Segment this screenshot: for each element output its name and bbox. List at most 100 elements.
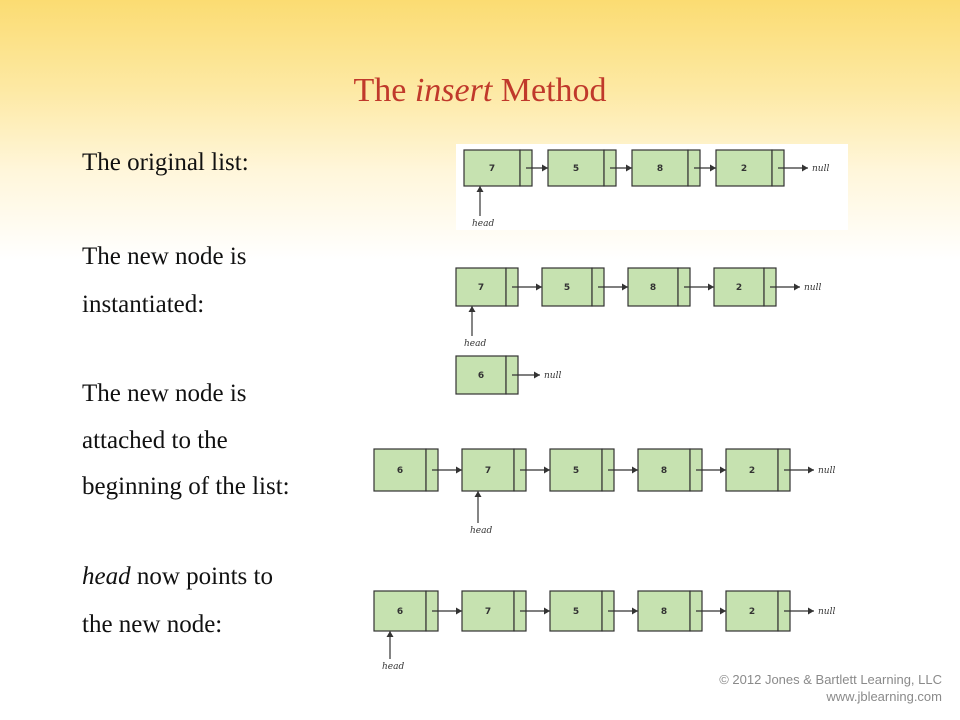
next-pointer-arrow [610, 164, 632, 172]
node-data-cell [541, 267, 593, 307]
list-node: 5 [549, 448, 615, 492]
list-node: 6 [373, 448, 439, 492]
null-label: null [544, 371, 561, 381]
head-pointer-arrow [386, 631, 394, 659]
next-pointer-arrow [696, 607, 726, 615]
next-pointer-arrow [694, 164, 716, 172]
node-value: 5 [573, 466, 579, 476]
null-pointer-arrow [778, 164, 808, 172]
label-attached-2: attached to the [82, 427, 228, 454]
diagram-new-node-instantiated: 7 5 8 2 null head 6 null [455, 267, 821, 395]
head-pointer-arrow [468, 306, 476, 336]
null-label: null [818, 607, 835, 617]
node-value: 5 [573, 607, 579, 617]
null-label: null [804, 283, 821, 293]
node-value: 8 [661, 466, 667, 476]
node-data-cell [637, 448, 691, 492]
node-value: 7 [489, 164, 495, 174]
node-value: 2 [749, 466, 755, 476]
null-pointer-arrow [784, 607, 814, 615]
node-value: 8 [650, 283, 656, 293]
list-node: 6 [373, 590, 439, 632]
next-pointer-arrow [608, 466, 638, 474]
next-pointer-arrow [432, 466, 462, 474]
list-node: 2 [713, 267, 777, 307]
title-italic: insert [414, 72, 493, 109]
next-pointer-arrow [598, 283, 628, 291]
list-node: 8 [637, 448, 703, 492]
head-rest: now points to [130, 563, 273, 590]
list-node: 7 [455, 267, 519, 307]
node-value: 5 [573, 164, 579, 174]
next-pointer-arrow [520, 607, 550, 615]
head-label: head [470, 526, 492, 536]
node-data-cell [725, 448, 779, 492]
head-pointer-arrow [476, 186, 484, 216]
null-label: null [818, 466, 835, 476]
null-pointer-arrow [512, 371, 540, 379]
node-data-cell [547, 149, 605, 187]
label-original: The original list: [82, 149, 249, 176]
label-head-1: head now points to [82, 564, 273, 589]
null-pointer-arrow [784, 466, 814, 474]
slide-title: The insert Method [0, 72, 960, 110]
next-pointer-arrow [526, 164, 548, 172]
list-node: 5 [541, 267, 605, 307]
label-new-node-1: The new node is [82, 243, 247, 270]
null-label: null [812, 164, 829, 174]
copyright-line: © 2012 Jones & Bartlett Learning, LLC [719, 671, 942, 687]
head-label: head [464, 339, 486, 349]
label-head-2: the new node: [82, 611, 223, 638]
node-data-cell [373, 590, 427, 632]
node-value: 7 [478, 283, 484, 293]
next-pointer-arrow [684, 283, 714, 291]
node-value: 5 [564, 283, 570, 293]
node-data-cell [627, 267, 679, 307]
node-value: 2 [736, 283, 742, 293]
list-node: 8 [631, 149, 701, 187]
node-value: 7 [485, 466, 491, 476]
node-value: 6 [478, 371, 484, 381]
diagram-node-attached: 6 7 5 8 2 null head [373, 448, 835, 536]
list-node: 2 [725, 590, 791, 632]
list-node: 2 [725, 448, 791, 492]
list-node: 8 [627, 267, 691, 307]
list-node: 7 [461, 590, 527, 632]
node-data-cell [725, 590, 779, 632]
node-value: 8 [661, 607, 667, 617]
node-value: 2 [749, 607, 755, 617]
copyright-notice: © 2012 Jones & Bartlett Learning, LLC ww… [719, 671, 942, 706]
label-attached-1: The new node is [82, 380, 247, 407]
copyright-url: www.jblearning.com [826, 689, 942, 705]
next-pointer-arrow [520, 466, 550, 474]
list-node: 5 [549, 590, 615, 632]
node-value: 6 [397, 466, 403, 476]
head-label: head [382, 662, 404, 672]
list-node: 6 [455, 355, 519, 395]
list-node: 5 [547, 149, 617, 187]
list-node: 2 [715, 149, 785, 187]
node-value: 2 [741, 164, 747, 174]
label-attached-3: beginning of the list: [82, 473, 290, 500]
node-data-cell [463, 149, 521, 187]
null-pointer-arrow [770, 283, 800, 291]
node-data-cell [631, 149, 689, 187]
node-value: 8 [657, 164, 663, 174]
next-pointer-arrow [608, 607, 638, 615]
node-value: 7 [485, 607, 491, 617]
title-suffix: Method [492, 72, 607, 109]
head-word: head [82, 563, 131, 590]
title-prefix: The [353, 72, 415, 109]
next-pointer-arrow [432, 607, 462, 615]
label-new-node-2: instantiated: [82, 291, 205, 318]
list-node: 7 [463, 149, 533, 187]
node-data-cell [715, 149, 773, 187]
next-pointer-arrow [696, 466, 726, 474]
node-data-cell [713, 267, 765, 307]
diagram-head-points-new-node: 6 7 5 8 2 null head [373, 590, 835, 672]
list-node: 7 [461, 448, 527, 492]
list-node: 8 [637, 590, 703, 632]
node-value: 6 [397, 607, 403, 617]
head-label: head [472, 219, 494, 229]
diagram-original-list: 7 5 8 2 null head [456, 144, 848, 230]
